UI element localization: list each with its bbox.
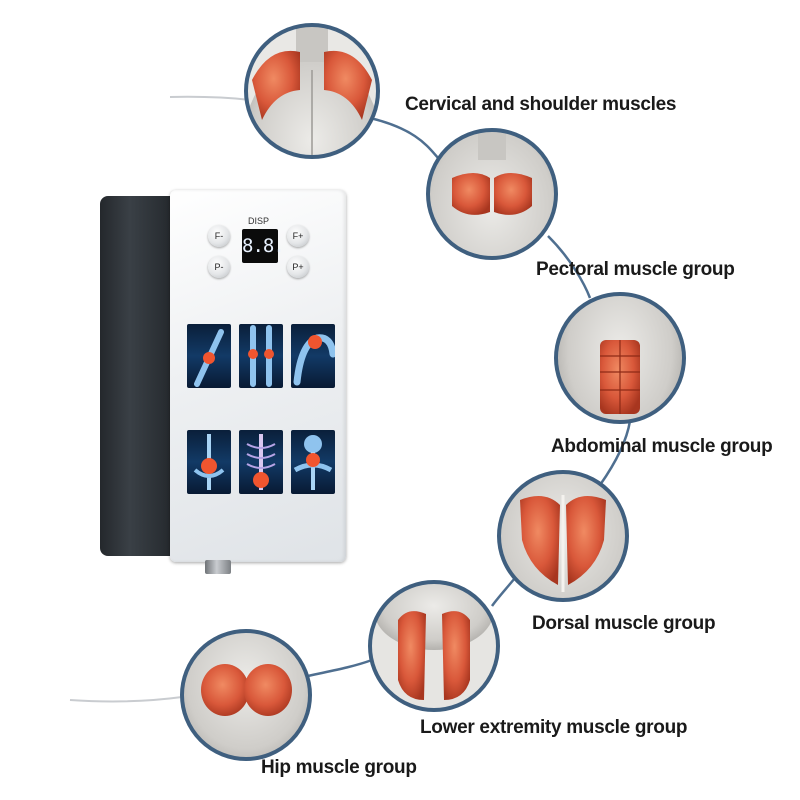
connector-line bbox=[307, 658, 373, 678]
p-minus-button[interactable]: P- bbox=[208, 256, 230, 278]
label-dorsal: Dorsal muscle group bbox=[532, 613, 716, 634]
connector-line bbox=[598, 420, 632, 486]
f-minus-button[interactable]: F- bbox=[208, 225, 230, 247]
legs-joint-icon[interactable] bbox=[239, 324, 283, 388]
pectoral-icon bbox=[426, 128, 558, 260]
label-abdominal: Abdominal muscle group bbox=[551, 436, 773, 457]
abdominal-icon bbox=[554, 292, 686, 424]
f-plus-button[interactable]: F+ bbox=[287, 225, 309, 247]
connector-line bbox=[547, 235, 592, 299]
neck-icon[interactable] bbox=[291, 430, 335, 494]
connector-line bbox=[490, 577, 516, 607]
decor-line bbox=[69, 696, 183, 703]
label-hip: Hip muscle group bbox=[261, 757, 417, 778]
hip-icon bbox=[180, 629, 312, 761]
led-display: 8.8. bbox=[242, 229, 285, 263]
dorsal-icon bbox=[497, 470, 629, 602]
arm-joint-icon[interactable] bbox=[187, 324, 231, 388]
output-connector bbox=[205, 560, 231, 574]
display-label: DISP bbox=[248, 216, 270, 226]
p-plus-button[interactable]: P+ bbox=[287, 256, 309, 278]
label-lower-extremity: Lower extremity muscle group bbox=[420, 717, 688, 738]
label-cervical-shoulder: Cervical and shoulder muscles bbox=[405, 94, 677, 115]
connector-line bbox=[369, 116, 441, 161]
spine-icon[interactable] bbox=[239, 430, 283, 494]
lower-extremity-icon bbox=[368, 580, 500, 712]
decor-line bbox=[169, 95, 251, 101]
label-pectoral: Pectoral muscle group bbox=[536, 259, 735, 280]
lower-back-icon[interactable] bbox=[187, 430, 231, 494]
cervical-shoulder-icon bbox=[244, 23, 380, 159]
shoulder-joint-icon[interactable] bbox=[291, 324, 335, 388]
